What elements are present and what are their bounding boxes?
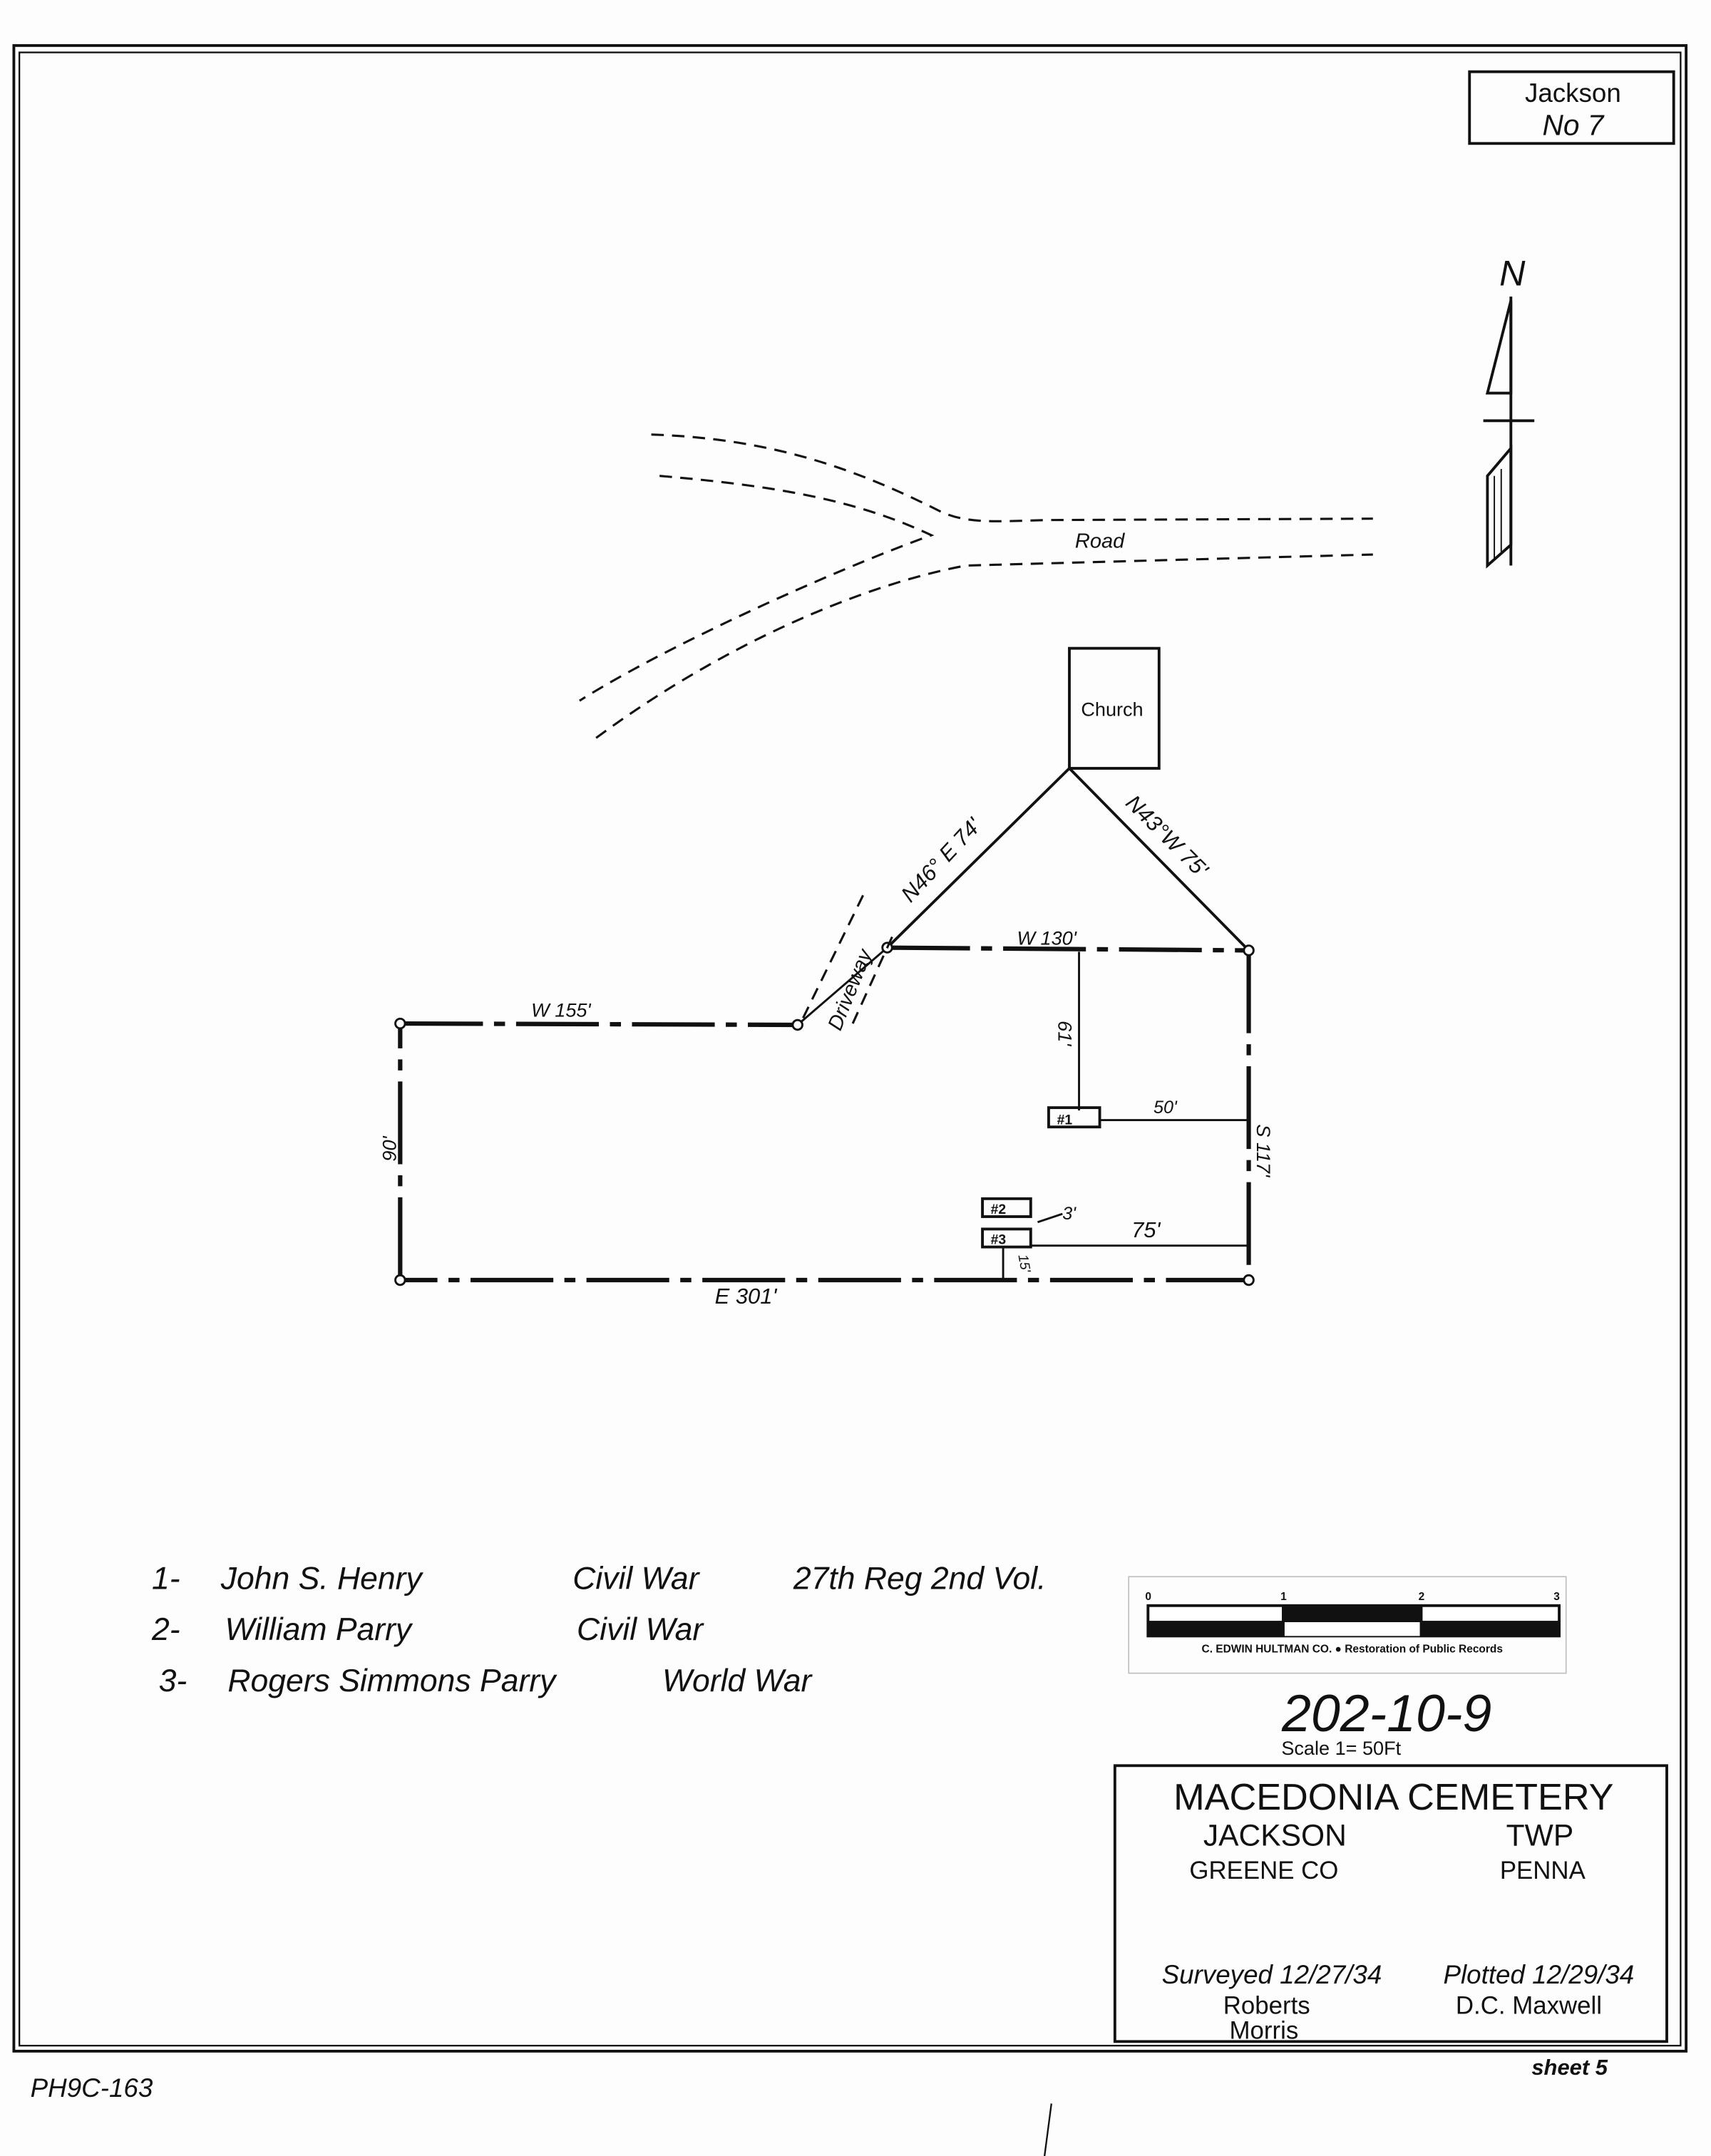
surveyor-name: Roberts — [1223, 1992, 1310, 2020]
scale-tick-label: 3 — [1553, 1591, 1560, 1603]
outer-border — [12, 43, 1688, 2053]
d50-label: 50' — [1153, 1098, 1178, 1118]
scale-tick-label: 0 — [1145, 1591, 1151, 1603]
legend-war: Civil War — [572, 1562, 700, 1597]
legend-name: John S. Henry — [220, 1562, 424, 1597]
scale-bar: 0 1 2 3 C. EDWIN HULTMAN CO. ● Restorati… — [1128, 1576, 1567, 1674]
stray-mark — [1043, 2103, 1052, 2156]
road-label: Road — [1075, 530, 1125, 552]
church-building: Church — [1068, 646, 1161, 770]
legend-name: William Parry — [225, 1612, 413, 1647]
legend-unit: 27th Reg 2nd Vol. — [793, 1562, 1047, 1597]
d3-label: 3' — [1062, 1204, 1077, 1224]
record-number: 202-10-9 — [1281, 1683, 1491, 1743]
sheet-number: sheet 5 — [1531, 2055, 1608, 2080]
sheet-id-line1: Jackson — [1525, 78, 1621, 108]
scale-credit: C. EDWIN HULTMAN CO. ● Restoration of Pu… — [1202, 1644, 1503, 1656]
driveway: Driveway — [802, 893, 895, 1033]
d75-label: 75' — [1131, 1217, 1161, 1242]
county-label: GREENE CO — [1189, 1857, 1338, 1884]
w130-label: W 130' — [1017, 927, 1077, 949]
grave-1-label: #1 — [1057, 1112, 1073, 1128]
legend-name: Rogers Simmons Parry — [227, 1664, 558, 1698]
title-block: MACEDONIA CEMETERY JACKSON TWP GREENE CO… — [1113, 1764, 1668, 2044]
grave-1 — [1047, 1106, 1101, 1129]
s117-label: S 117' — [1253, 1124, 1275, 1177]
d15-label: 15' — [1014, 1253, 1033, 1274]
w155-label: W 155' — [531, 999, 591, 1021]
reference-number: PH9C-163 — [31, 2073, 153, 2103]
left90-label: 90' — [379, 1135, 401, 1161]
township-label: TWP — [1506, 1819, 1574, 1853]
legend-num: 1- — [152, 1562, 180, 1597]
grave-3-label: #3 — [991, 1232, 1007, 1248]
burial-legend: 1- John S. Henry Civil War 27th Reg 2nd … — [151, 1562, 1047, 1698]
church-label: Church — [1081, 698, 1143, 720]
surveyed-date: Surveyed 12/27/34 — [1162, 1960, 1382, 1989]
scale-tick-label: 2 — [1419, 1591, 1425, 1603]
grave-3 — [981, 1227, 1032, 1249]
sheet-id-box: Jackson No 7 — [1468, 70, 1675, 145]
legend-num: 2- — [151, 1612, 180, 1647]
legend-war: World War — [662, 1664, 813, 1698]
cemetery-boundary — [394, 942, 1255, 1286]
measure-arrow-3 — [1037, 1212, 1063, 1224]
inner-border — [18, 51, 1682, 2047]
scale-text: Scale 1= 50Ft — [1281, 1737, 1401, 1759]
plotter-name: D.C. Maxwell — [1456, 1992, 1602, 2020]
legend-war: Civil War — [577, 1612, 704, 1647]
north-arrow-icon: N — [1483, 253, 1535, 569]
scale-tick-label: 1 — [1280, 1591, 1287, 1603]
d61-label: 61' — [1054, 1021, 1077, 1046]
surveyor-name: Morris — [1230, 2016, 1299, 2044]
plotted-date: Plotted 12/29/34 — [1443, 1960, 1634, 1989]
grave-2-label: #2 — [991, 1202, 1007, 1217]
bearing-line-nw — [1068, 767, 1250, 951]
road: Road — [579, 433, 1373, 739]
legend-num: 3- — [159, 1664, 187, 1698]
township-name: JACKSON — [1203, 1819, 1347, 1853]
cemetery-title: MACEDONIA CEMETERY — [1173, 1777, 1613, 1818]
e301-label: E 301' — [715, 1284, 778, 1309]
north-label: N — [1499, 253, 1526, 294]
sheet-id-line2: No 7 — [1542, 109, 1604, 142]
state-label: PENNA — [1500, 1857, 1586, 1884]
bearing-line-ne — [886, 767, 1071, 949]
grave-2 — [981, 1197, 1032, 1218]
